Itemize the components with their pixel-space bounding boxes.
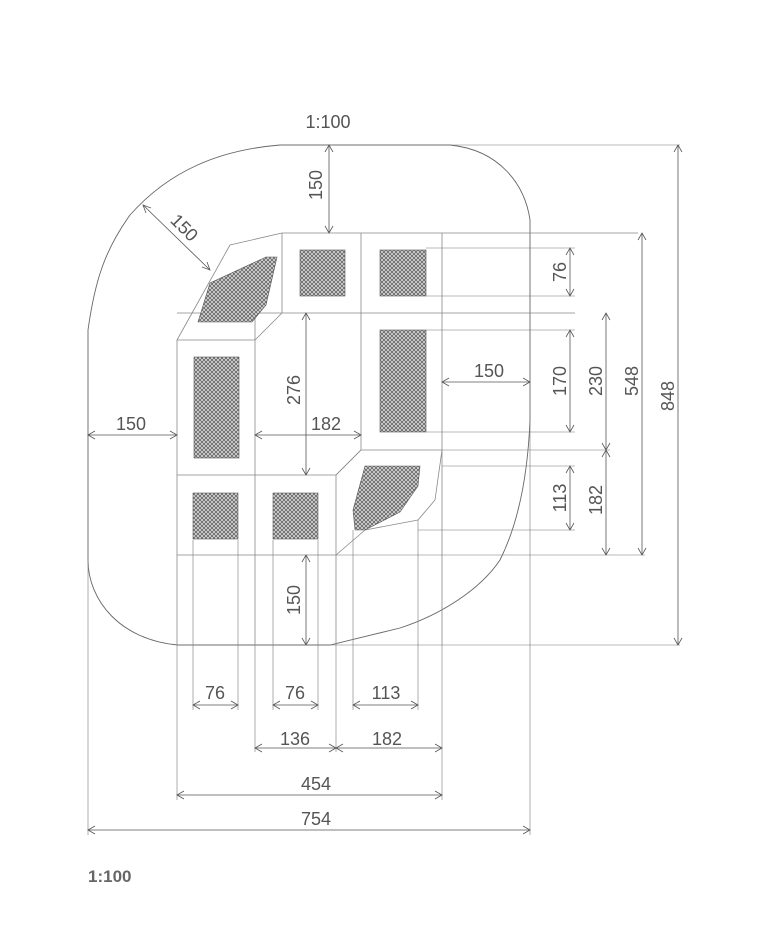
dim-right-offset: 150 [474,361,504,381]
dim-pad-long-v: 170 [550,366,570,396]
dim-b-76-a: 76 [205,683,225,703]
platform-right-long [379,329,427,433]
scale-label-top: 1:100 [305,112,350,132]
dim-b-182: 182 [372,729,402,749]
scale-label-bottom: 1:100 [88,867,131,886]
platform-bottom-left [192,492,239,540]
dim-diag-safety: 150 [167,210,202,245]
dim-center-182: 182 [311,414,341,434]
dim-top-safety: 150 [306,170,326,200]
platform-top-center [299,249,346,297]
dim-pad-small-v: 76 [550,262,570,282]
dim-total-width: 754 [301,809,331,829]
dim-right-230: 230 [586,366,606,396]
dim-bottom-safety: 150 [284,585,304,615]
platform-diagonal-top [197,256,278,323]
safety-zone-outline [87,144,531,646]
dim-right-182: 182 [586,485,606,515]
dim-center-276: 276 [284,375,304,405]
dim-b-113: 113 [372,683,401,703]
dim-right-548: 548 [622,366,642,396]
platform-top-right [379,249,427,297]
dim-total-height: 848 [658,381,678,411]
dim-b-136: 136 [280,729,310,749]
platform-diagonal-bottom [352,465,421,531]
platform-left-long [193,356,240,459]
dimension-lines [87,144,683,835]
dim-b-76-b: 76 [285,683,305,703]
platforms [192,249,427,540]
structure-grid [176,232,638,645]
dim-left-safety: 150 [116,414,146,434]
dimension-labels: 1:100 150 150 150 182 150 276 150 76 170… [88,112,678,886]
dim-right-113: 113 [550,484,570,513]
platform-bottom-center [272,492,319,540]
dim-b-454: 454 [301,774,331,794]
